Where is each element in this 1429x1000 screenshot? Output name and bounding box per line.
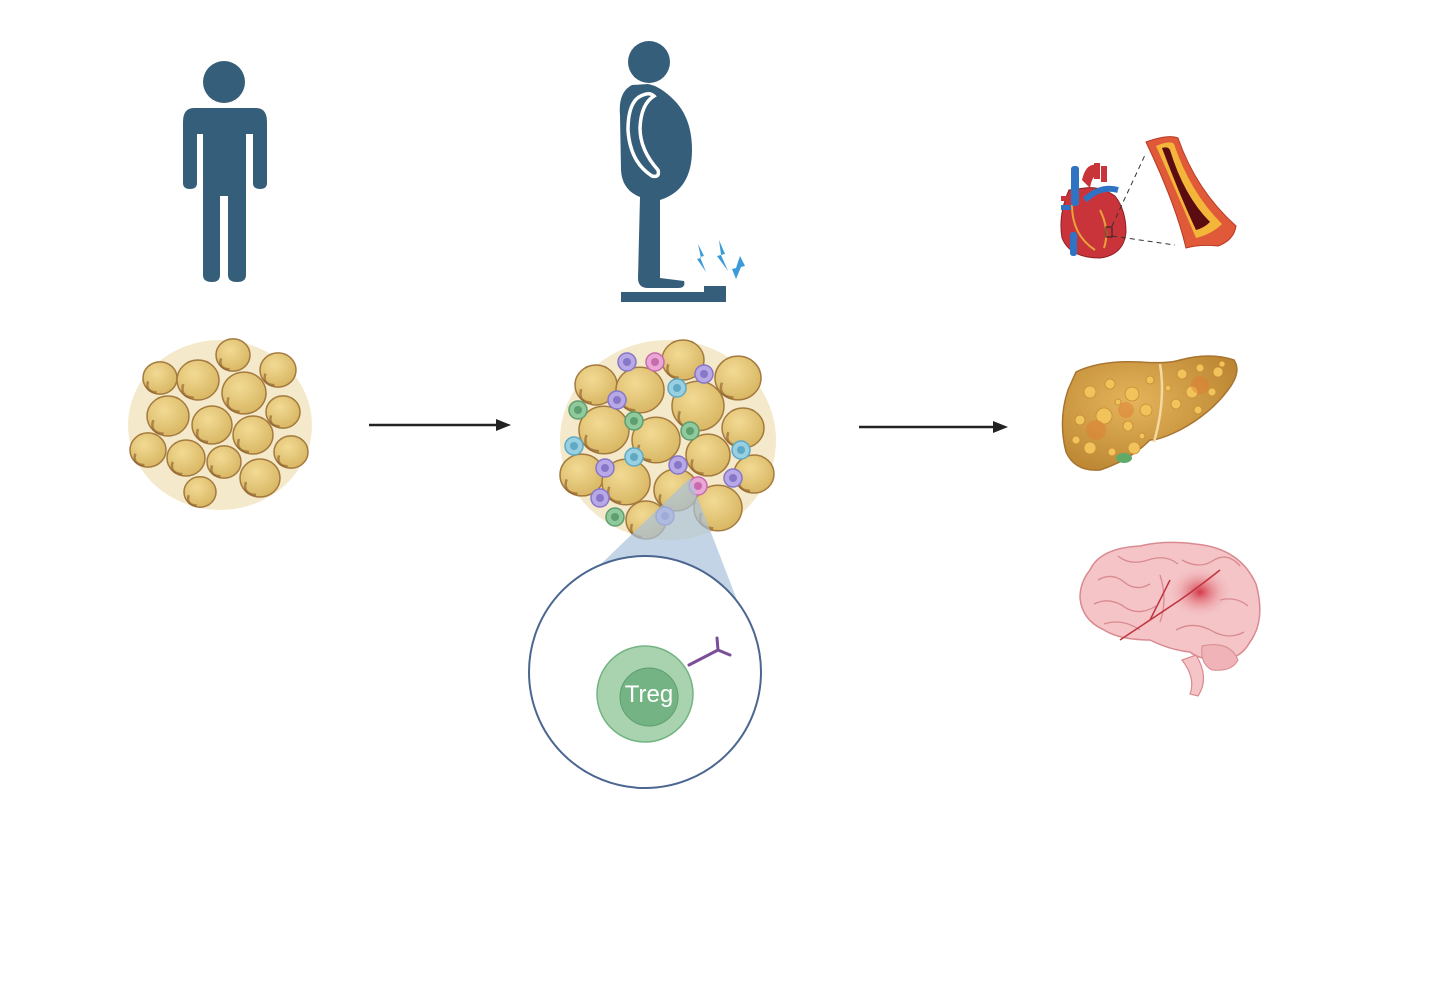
immune-cell (723, 468, 743, 488)
adipocyte (714, 355, 762, 401)
arrow-lean-to-obese (369, 419, 511, 431)
heart-icon (1060, 163, 1127, 259)
adipocyte (273, 435, 309, 469)
artery-plaque-icon (1145, 136, 1237, 249)
immune-cell (590, 488, 610, 508)
adipocyte (191, 405, 233, 445)
adipocyte (166, 439, 206, 477)
immune-cell (568, 400, 588, 420)
adipocyte (259, 352, 297, 388)
adipocyte (239, 458, 281, 498)
adipocyte (183, 476, 217, 508)
adipocyte (221, 371, 267, 415)
immune-cell (564, 436, 584, 456)
adipocyte (129, 432, 167, 468)
immune-cell (595, 458, 615, 478)
adipocyte (615, 366, 665, 414)
immune-cell (605, 507, 625, 527)
immune-cell (645, 352, 665, 372)
immune-cell (607, 390, 627, 410)
adipocyte (215, 338, 251, 372)
immune-cell (624, 447, 644, 467)
adipocyte (176, 359, 220, 401)
adipocyte (206, 445, 242, 479)
immune-cell (668, 455, 688, 475)
brain-icon (1079, 541, 1261, 697)
treg-label: Treg (625, 681, 673, 708)
immune-cell (617, 352, 637, 372)
zoom-lines (1111, 154, 1176, 246)
obese-person-on-scale-icon (619, 41, 745, 302)
immune-cell (624, 411, 644, 431)
adipocyte (578, 405, 630, 455)
immune-cell (680, 421, 700, 441)
receptor-icon (687, 636, 732, 667)
immune-cell (731, 440, 751, 460)
arrow-obese-to-disease (859, 421, 1008, 433)
adipocyte (265, 395, 301, 429)
immune-cell (667, 378, 687, 398)
lean-person-icon (183, 61, 267, 282)
adipocyte (146, 395, 190, 437)
adipocyte (685, 433, 731, 477)
treg-zoom-circle: Treg (528, 555, 762, 789)
treg-cell: Treg (596, 645, 694, 743)
adipocyte (142, 361, 178, 395)
obese-adipose-tissue (559, 339, 776, 540)
lightning-icon (697, 240, 745, 279)
adipocyte (661, 339, 705, 381)
lean-adipose-tissue (128, 338, 312, 510)
immune-cell (694, 364, 714, 384)
adipocyte (232, 415, 274, 455)
fatty-liver-icon (1061, 355, 1238, 471)
adipocyte (559, 453, 605, 497)
adipocyte (721, 407, 765, 449)
